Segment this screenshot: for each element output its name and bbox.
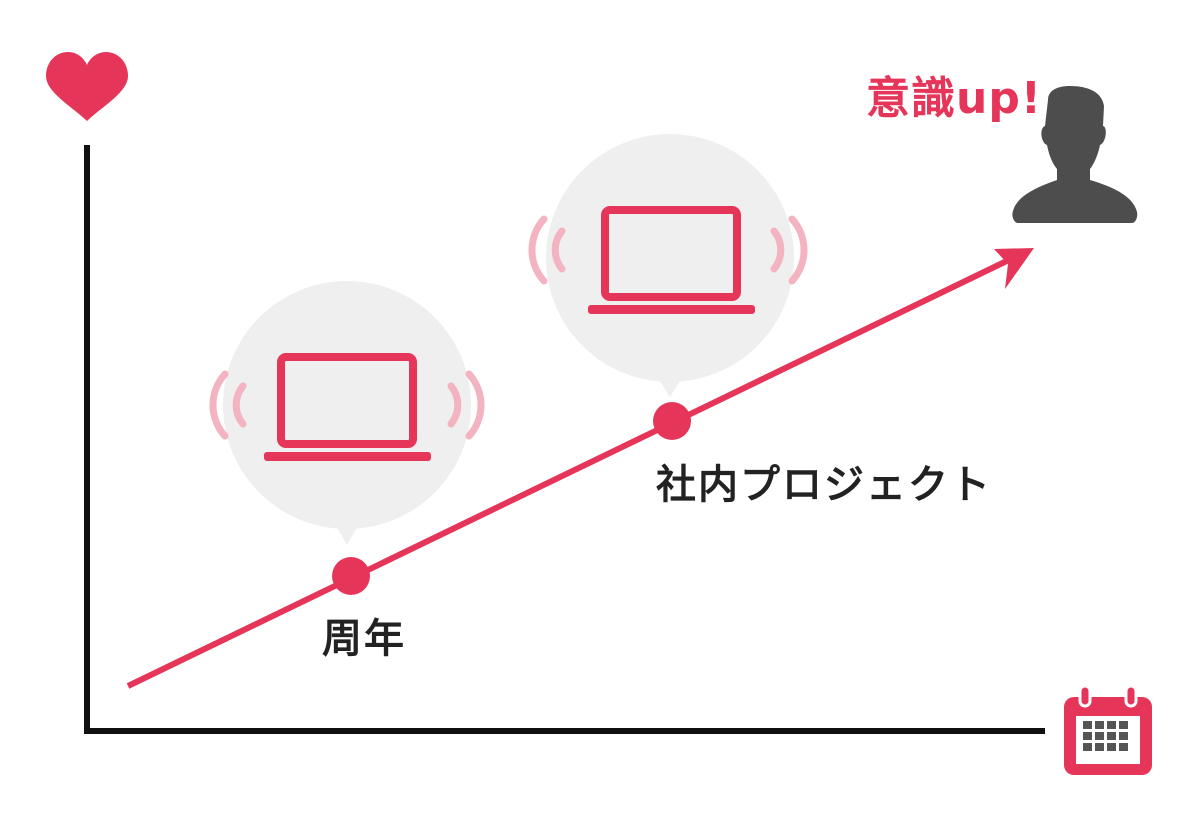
laptop-icon	[588, 206, 755, 314]
speech-bubble-project	[546, 134, 794, 397]
laptop-icon	[264, 353, 431, 461]
speech-bubble-anniversary	[223, 281, 471, 545]
awareness-up-label: 意識up!	[866, 73, 1042, 124]
broadcast-waves-icon	[209, 370, 485, 440]
heart-icon	[46, 52, 128, 121]
person-silhouette-icon	[1012, 86, 1138, 223]
calendar-icon	[1064, 684, 1152, 775]
milestone-label-project: 社内プロジェクト	[656, 462, 992, 508]
milestone-point-anniversary	[332, 557, 370, 595]
broadcast-waves-icon	[528, 215, 808, 285]
milestone-point-project	[653, 402, 691, 440]
milestone-label-anniversary: 周年	[322, 616, 406, 662]
growth-arrow	[126, 248, 1034, 689]
